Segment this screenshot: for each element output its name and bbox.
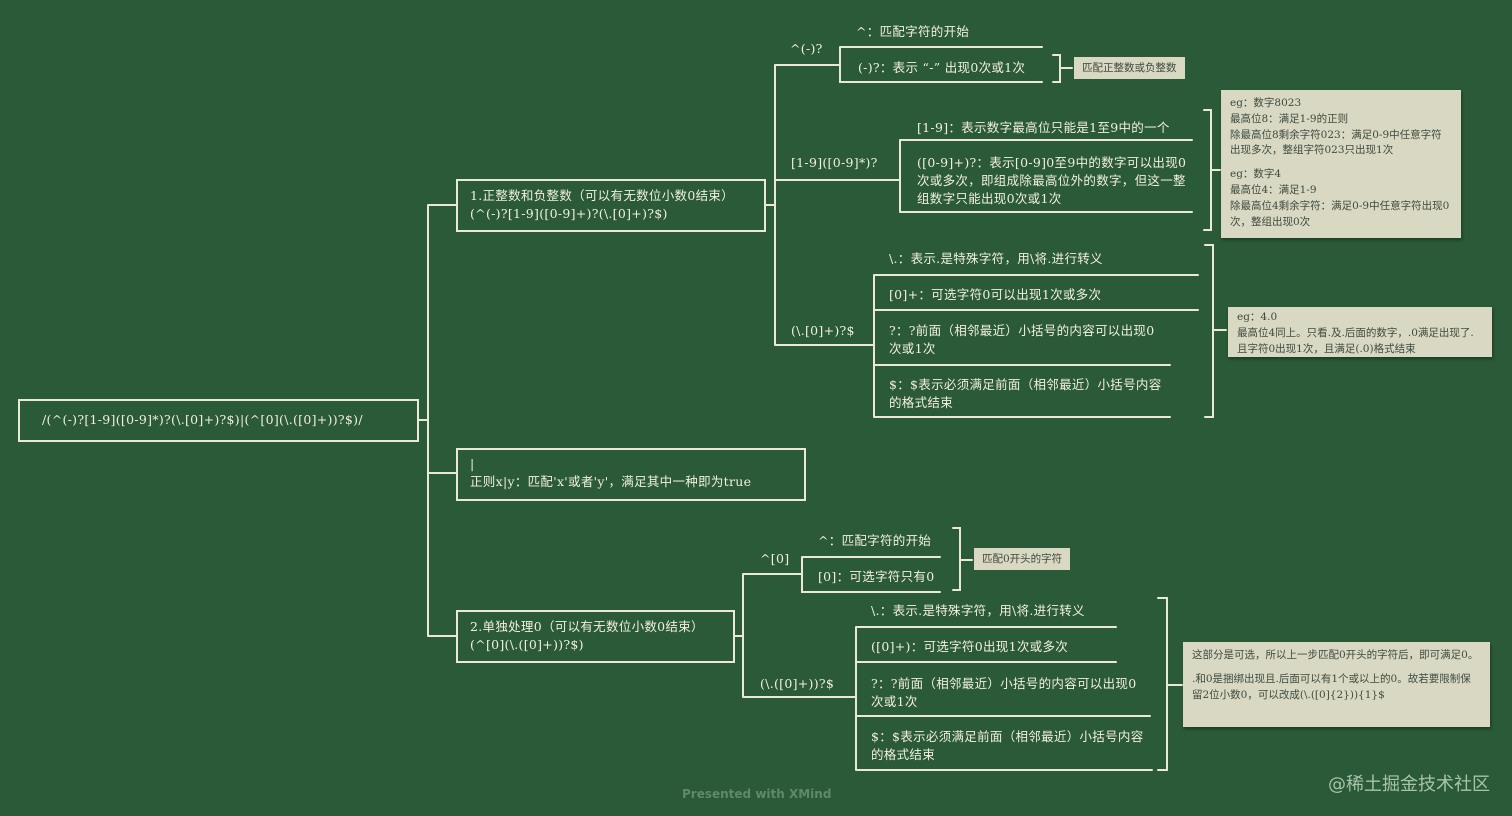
decimal2-item-optional: ?：?前面（相邻最近）小括号的内容可以出现0次或1次	[871, 676, 1137, 709]
zero-item-start: ^：匹配字符的开始	[818, 533, 932, 548]
decimal2-group-label: (\.([0]+))?$	[760, 676, 835, 691]
decimal1-note: eg：4.0 最高位4同上。只看.及.后面的数字，.0满足出现了.且字符0出现1…	[1228, 307, 1492, 357]
sign-item-minus: (-)?：表示 “-” 出现0次或1次	[858, 60, 1026, 75]
sign-tag: 匹配正整数或负整数	[1074, 57, 1185, 79]
digits-group-label: [1-9]([0-9]*)?	[791, 155, 878, 170]
root-regex: /(^(-)?[1-9]([0-9]*)?(\.[0]+)?$)|(^[0](\…	[42, 412, 363, 427]
zero-tag: 匹配0开头的字符	[974, 548, 1071, 570]
or-pipe: |	[470, 456, 475, 471]
branch2-regex: (^[0](\.([0]+))?$)	[470, 637, 584, 652]
or-node[interactable]	[456, 448, 806, 501]
sign-group-label: ^(-)?	[790, 41, 823, 56]
decimal1-item-zero: [0]+：可选字符0可以出现1次或多次	[889, 287, 1102, 302]
decimal1-group-label: (\.[0]+)?$	[791, 323, 855, 338]
decimal2-note-line2: .和0是捆绑出现且.后面可以有1个或以上的0。故若要限制保留2位小数0，可以改成…	[1192, 672, 1471, 701]
digits-note-line2: 最高位8：满足1-9的正则	[1230, 112, 1349, 125]
decimal1-item-end: $：$表示必须满足前面（相邻最近）小括号内容的格式结束	[889, 377, 1162, 410]
digits-note: eg：数字8023 最高位8：满足1-9的正则 除最高位8剩余字符023：满足0…	[1221, 90, 1461, 238]
digits-note-line1: eg：数字8023	[1230, 97, 1302, 109]
digits-item-first: [1-9]：表示数字最高位只能是1至9中的一个	[917, 120, 1170, 135]
digits-note-line4: eg：数字4	[1230, 168, 1282, 181]
branch2-title: 2.单独处理0（可以有无数位小数0结束）	[470, 619, 704, 634]
decimal2-item-zero: ([0]+)：可选字符0出现1次或多次	[871, 639, 1069, 654]
decimal1-item-escape: \.：表示.是特殊字符，用\将.进行转义	[889, 251, 1103, 266]
root-node[interactable]	[18, 399, 419, 442]
decimal1-note-line1: eg：4.0	[1237, 311, 1278, 323]
branch2-node[interactable]	[456, 610, 735, 663]
digits-note-line5: 最高位4：满足1-9	[1230, 183, 1317, 196]
or-text: 正则x|y：匹配'x'或者'y'，满足其中一种即为true	[470, 474, 752, 489]
sign-item-start: ^：匹配字符的开始	[856, 24, 970, 39]
zero-item-zero: [0]：可选字符只有0	[818, 569, 935, 584]
digits-note-line6: 除最高位4剩余字符：满足0-9中任意字符出现0次，整组出现0次	[1230, 199, 1450, 228]
decimal1-item-optional: ?：?前面（相邻最近）小括号的内容可以出现0次或1次	[889, 323, 1155, 356]
decimal2-item-end: $：$表示必须满足前面（相邻最近）小括号内容的格式结束	[871, 729, 1144, 762]
decimal2-note-line1: 这部分是可选，所以上一步匹配0开头的字符后，即可满足0。	[1192, 649, 1479, 661]
decimal2-note: 这部分是可选，所以上一步匹配0开头的字符后，即可满足0。 .和0是捆绑出现且.后…	[1183, 642, 1490, 727]
decimal2-item-escape: \.：表示.是特殊字符，用\将.进行转义	[871, 603, 1085, 618]
branch1-node[interactable]	[456, 179, 766, 232]
footer-credit: Presented with XMind	[682, 787, 832, 801]
branch1-regex: (^(-)?[1-9]([0-9]+)?(\.[0]+)?$)	[470, 206, 668, 221]
branch1-title: 1.正整数和负整数（可以有无数位小数0结束）	[470, 188, 734, 203]
zero-group-label: ^[0]	[760, 551, 790, 566]
decimal1-note-line2: 最高位4同上。只看.及.后面的数字，.0满足出现了.且字符0出现1次，且满足(.…	[1237, 326, 1474, 355]
watermark: @稀土掘金技术社区	[1328, 774, 1490, 795]
digits-item-rest: ([0-9]+)?：表示[0-9]0至9中的数字可以出现0次或多次，即组成除最高…	[917, 155, 1187, 206]
digits-note-line3: 除最高位8剩余字符023：满足0-9中任意字符出现多次，整组字符023只出现1次	[1230, 128, 1442, 157]
